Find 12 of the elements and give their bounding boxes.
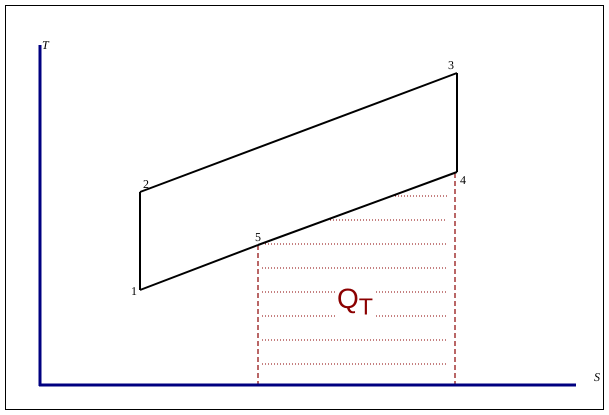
process-line — [456, 73, 458, 172]
process-line — [258, 171, 458, 246]
point-label: 2 — [140, 176, 152, 192]
point-label: 3 — [445, 57, 457, 73]
axis-label: S — [594, 370, 600, 385]
point-label: 4 — [457, 172, 469, 188]
process-line — [140, 244, 258, 291]
point-label: 1 — [128, 283, 140, 299]
axis-label: T — [42, 38, 49, 53]
point-label: 5 — [252, 229, 264, 245]
process-line — [140, 72, 458, 193]
process-line — [139, 192, 141, 290]
